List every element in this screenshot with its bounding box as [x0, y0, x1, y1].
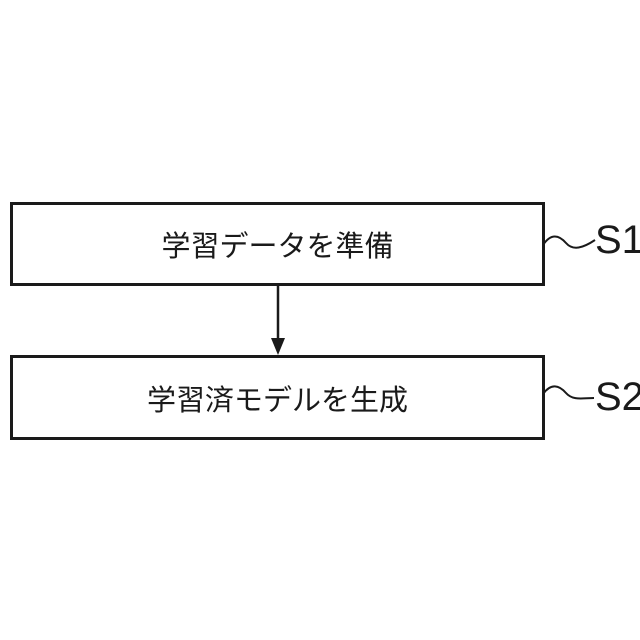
step-box-s2: 学習済モデルを生成 [10, 355, 545, 440]
step-box-s1: 学習データを準備 [10, 202, 545, 286]
squiggle-connector-s1 [542, 235, 596, 249]
arrowhead-icon [271, 338, 285, 355]
ref-label-s2: S2 [595, 375, 640, 419]
step-label-s2: 学習済モデルを生成 [146, 384, 408, 417]
squiggle-connector-s2 [542, 385, 595, 400]
ref-label-s1: S1 [595, 218, 640, 262]
step-label-s1: 学習データを準備 [161, 231, 394, 263]
